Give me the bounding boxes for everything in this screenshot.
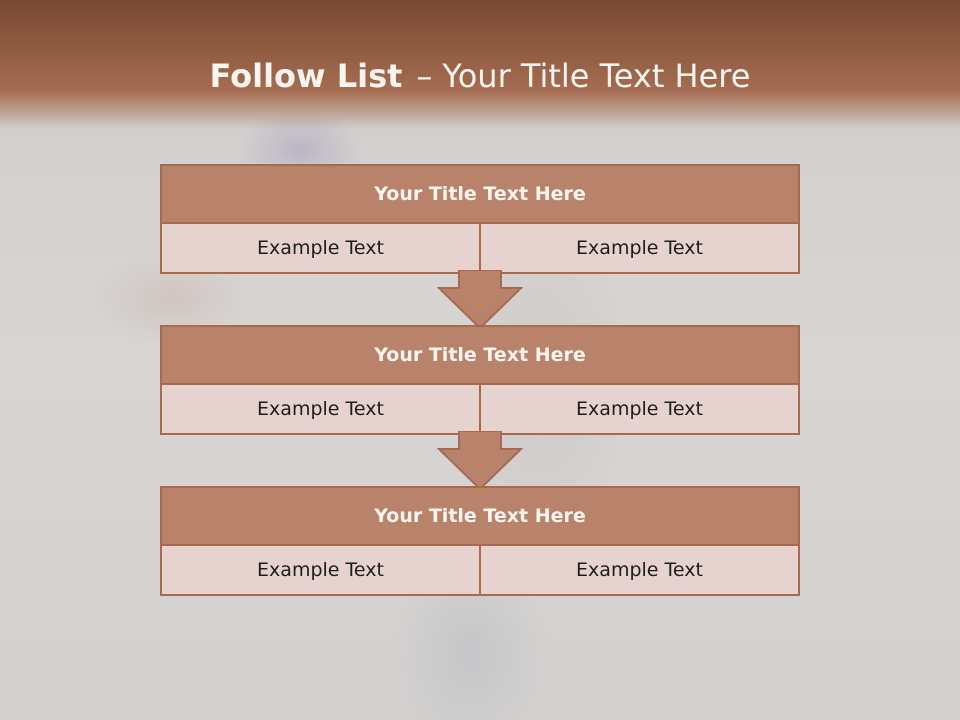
step-row: Example Text Example Text <box>162 544 798 594</box>
step-title: Your Title Text Here <box>162 327 798 383</box>
step-row: Example Text Example Text <box>162 383 798 433</box>
step-cell-left: Example Text <box>162 546 479 594</box>
step-cell-left: Example Text <box>162 385 479 433</box>
step-card-2: Your Title Text Here Example Text Exampl… <box>160 325 800 435</box>
title-bold: Follow List <box>209 57 403 95</box>
down-arrow-icon <box>437 270 523 328</box>
slide-title: Follow List–Your Title Text Here <box>0 52 960 100</box>
step-title: Your Title Text Here <box>162 166 798 222</box>
step-cell-right: Example Text <box>479 224 798 272</box>
step-card-3: Your Title Text Here Example Text Exampl… <box>160 486 800 596</box>
step-card-1: Your Title Text Here Example Text Exampl… <box>160 164 800 274</box>
step-cell-right: Example Text <box>479 385 798 433</box>
step-title: Your Title Text Here <box>162 488 798 544</box>
down-arrow-icon <box>437 431 523 489</box>
title-dash: – <box>416 57 433 95</box>
header-band <box>0 0 960 130</box>
step-cell-right: Example Text <box>479 546 798 594</box>
step-cell-left: Example Text <box>162 224 479 272</box>
title-rest: Your Title Text Here <box>442 57 751 95</box>
step-row: Example Text Example Text <box>162 222 798 272</box>
